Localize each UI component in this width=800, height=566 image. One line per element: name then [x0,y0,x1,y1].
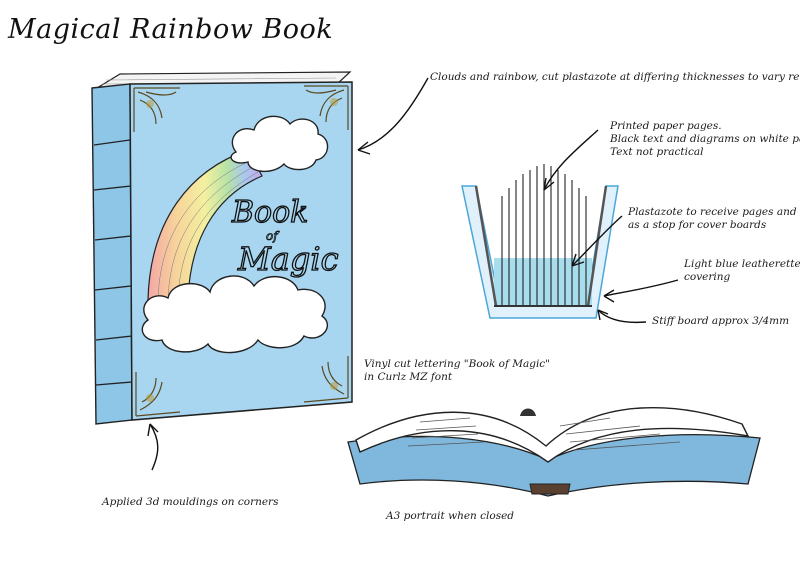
cross-section-diagram [461,164,619,319]
page-title: Magical Rainbow Book [8,14,334,45]
annotation-printed-pages-line1: Printed paper pages. [610,120,722,132]
annotation-mouldings: Applied 3d mouldings on corners [102,496,279,508]
cover-word-magic: Magic [237,240,339,278]
annotation-printed-pages: Printed paper pages. Black text and diag… [610,120,800,159]
annotation-printed-pages-line2: Black text and diagrams on white paper [610,133,800,145]
annotation-plastazote-line2: as a stop for cover boards [628,219,767,231]
annotation-leatherette-line2: covering [684,271,731,283]
annotation-clouds-rainbow: Clouds and rainbow, cut plastazote at di… [430,71,800,83]
annotation-arrows [147,77,679,471]
annotation-plastazote-line1: Plastazote to receive pages and act [628,206,800,218]
annotation-vinyl-lettering: Vinyl cut lettering "Book of Magic" in C… [364,358,550,384]
annotation-a3: A3 portrait when closed [386,510,515,522]
annotation-leatherette-line1: Light blue leatherette [684,258,800,270]
annotation-leatherette: Light blue leatherette covering [684,258,800,284]
cover-word-of: of [266,229,280,243]
closed-book: Book of Magic [91,71,353,425]
annotation-vinyl-lettering-line2: in Curlz MZ font [364,371,453,383]
cover-word-book: Book [231,195,308,230]
annotation-stiff-board: Stiff board approx 3/4mm [652,315,790,327]
annotation-vinyl-lettering-line1: Vinyl cut lettering "Book of Magic" [364,358,551,370]
open-book [347,407,761,497]
annotation-plastazote: Plastazote to receive pages and act as a… [628,206,800,232]
annotation-printed-pages-line3: Text not practical [610,146,704,158]
